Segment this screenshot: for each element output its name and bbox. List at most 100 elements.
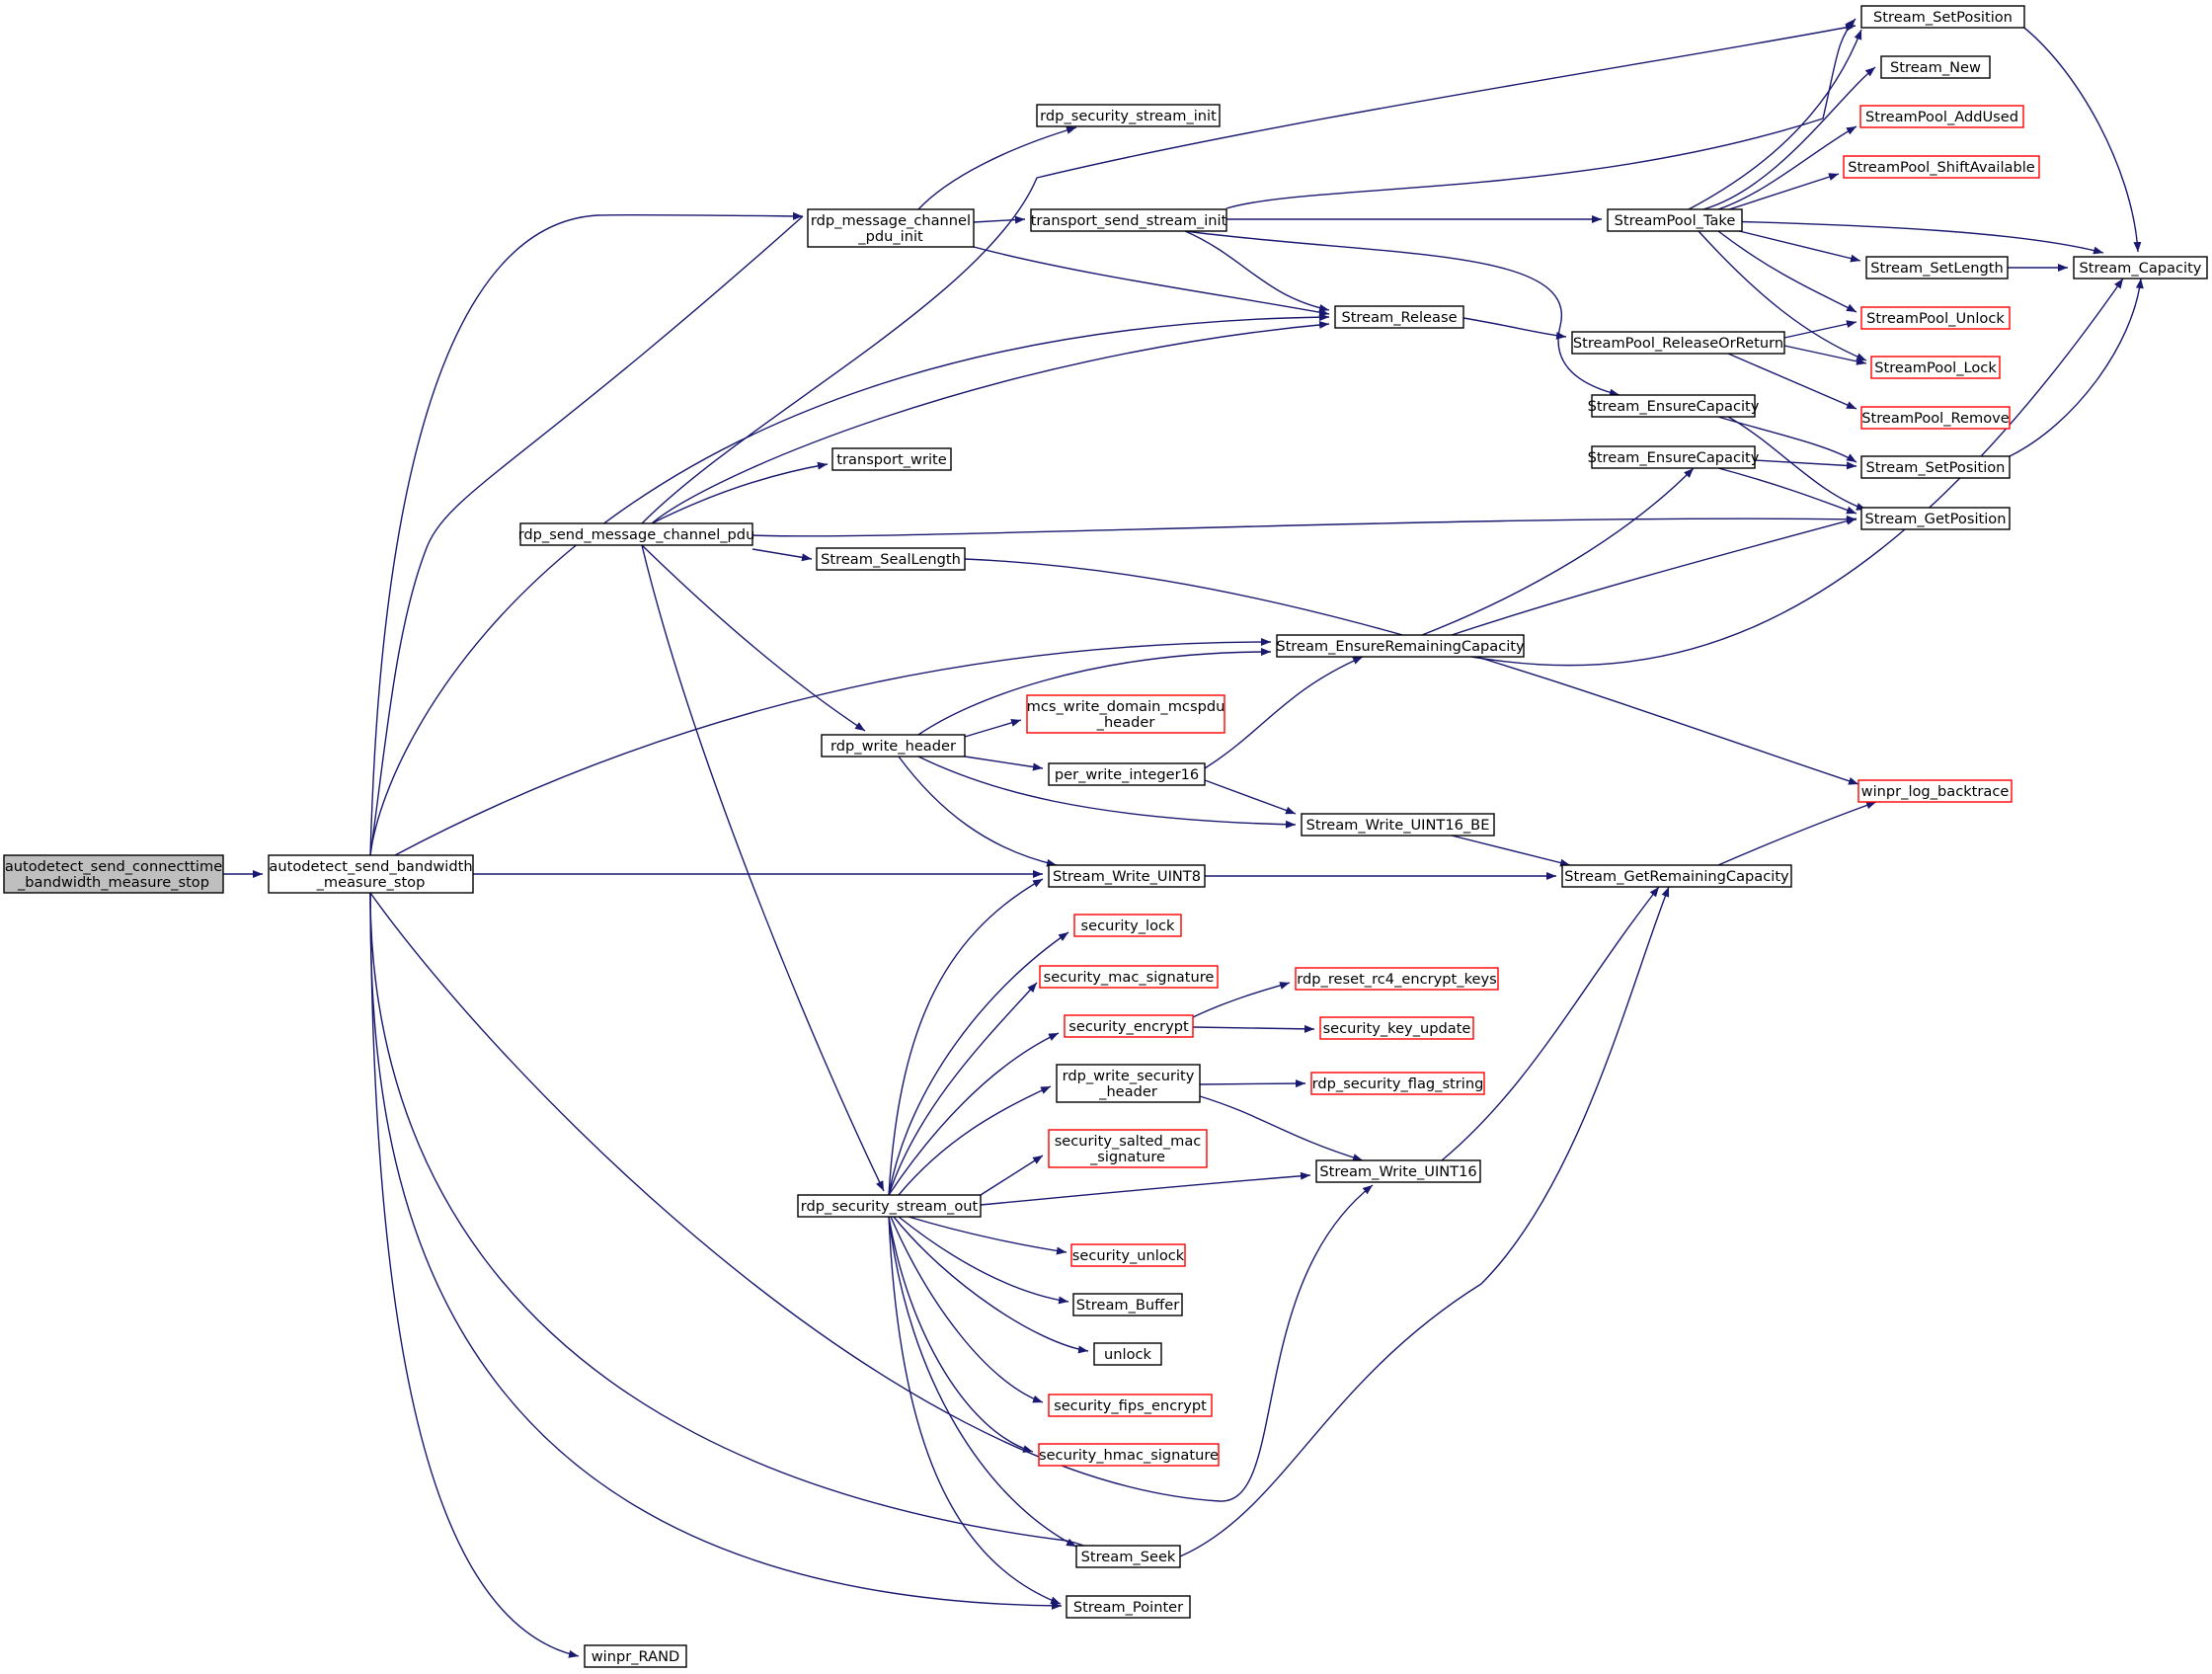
function-node[interactable]: winpr_log_backtrace	[1857, 779, 2013, 803]
function-node-label: _measure_stop	[316, 874, 426, 891]
function-node-label: rdp_reset_rc4_encrypt_keys	[1297, 971, 1496, 988]
function-node[interactable]: Stream_Write_UINT8	[1048, 864, 1206, 888]
function-node-box	[1048, 762, 1206, 786]
function-node-box	[1048, 1129, 1208, 1168]
call-edge-n22-to-n14	[651, 320, 1330, 524]
function-node[interactable]: security_hmac_signature	[1038, 1443, 1220, 1467]
function-node-box	[831, 447, 952, 471]
function-node[interactable]: autodetect_send_connecttime_bandwidth_me…	[3, 854, 224, 894]
function-node[interactable]: StreamPool_Lock	[1870, 356, 2001, 379]
function-node[interactable]: winpr_RAND	[584, 1644, 687, 1668]
function-node[interactable]: security_key_update	[1319, 1016, 1474, 1040]
function-node[interactable]: security_unlock	[1070, 1243, 1186, 1267]
function-node[interactable]: Stream_Seek	[1075, 1545, 1181, 1568]
function-node-box	[268, 854, 474, 894]
function-node[interactable]: security_encrypt	[1064, 1014, 1194, 1038]
function-node[interactable]: Stream_Write_UINT16	[1315, 1159, 1481, 1183]
function-node[interactable]: Stream_EnsureCapacity	[1588, 445, 1760, 469]
function-node[interactable]: Stream_Release	[1334, 305, 1464, 329]
function-node[interactable]: Stream_SetPosition	[1860, 5, 2025, 29]
function-node-box	[1070, 1243, 1186, 1267]
call-edge-n27-to-n29	[917, 756, 1297, 829]
function-node[interactable]: Stream_Write_UINT16_BE	[1301, 813, 1495, 837]
function-node-label: rdp_security_flag_string	[1312, 1076, 1484, 1092]
function-node[interactable]: Stream_GetRemainingCapacity	[1561, 864, 1792, 888]
function-node[interactable]: StreamPool_ShiftAvailable	[1843, 155, 2040, 179]
function-node[interactable]: Stream_EnsureCapacity	[1588, 394, 1760, 418]
function-node[interactable]: rdp_security_stream_out	[797, 1194, 982, 1218]
function-node-label: _pdu_init	[857, 228, 923, 245]
call-edge-n22-to-n21	[651, 461, 829, 524]
call-edge-n14-to-n15	[1462, 317, 1567, 340]
function-node[interactable]: Stream_SealLength	[816, 547, 966, 571]
call-edge-n15-to-n16	[1727, 353, 1857, 410]
function-node-box	[1048, 1394, 1213, 1417]
function-node-box	[1310, 1072, 1485, 1095]
function-node-label: StreamPool_Unlock	[1866, 310, 2005, 327]
function-node[interactable]: Stream_Capacity	[2073, 256, 2208, 279]
function-node-box	[1843, 155, 2040, 179]
function-node[interactable]: rdp_send_message_channel_pdu	[518, 522, 755, 546]
function-node[interactable]: autodetect_send_bandwidth_measure_stop	[268, 854, 474, 894]
function-node[interactable]: Stream_SetLength	[1865, 256, 2009, 279]
function-node-label: Stream_EnsureCapacity	[1588, 398, 1760, 415]
function-node-box	[1315, 1159, 1481, 1183]
call-edge-n22-to-n5	[641, 23, 1856, 524]
function-node[interactable]: security_lock	[1073, 914, 1182, 937]
function-node[interactable]: rdp_write_security_header	[1056, 1064, 1201, 1103]
function-node[interactable]: security_mac_signature	[1039, 965, 1219, 989]
call-edge-n18-to-n19	[1754, 459, 1857, 470]
call-edge-n41-to-n48	[888, 1216, 1062, 1605]
function-node-label: _header	[1098, 1083, 1157, 1100]
function-node[interactable]: Stream_GetPosition	[1860, 507, 2011, 530]
function-node-box	[1064, 1014, 1194, 1038]
function-node-box	[1073, 914, 1182, 937]
function-node[interactable]: Stream_Pointer	[1066, 1595, 1191, 1619]
function-node[interactable]: Stream_Buffer	[1072, 1293, 1183, 1316]
function-node-box	[807, 208, 975, 248]
call-edge-n28-to-n24	[1204, 656, 1364, 769]
function-node-label: Stream_Release	[1341, 309, 1457, 326]
function-node[interactable]: Stream_New	[1880, 55, 1991, 79]
function-node-box	[1571, 331, 1785, 355]
function-node-label: rdp_security_stream_init	[1040, 108, 1217, 124]
function-node-label: Stream_Capacity	[2080, 260, 2202, 277]
function-node[interactable]: transport_write	[831, 447, 952, 471]
call-edge-n24-to-n18	[1421, 467, 1695, 636]
function-node[interactable]: rdp_write_header	[821, 734, 966, 757]
function-node-label: StreamPool_ShiftAvailable	[1848, 159, 2035, 176]
function-node-box	[584, 1644, 687, 1668]
function-node-box	[1860, 5, 2025, 29]
function-node[interactable]: rdp_security_stream_init	[1036, 104, 1221, 127]
function-node[interactable]: unlock	[1093, 1342, 1162, 1366]
function-node-label: winpr_RAND	[592, 1648, 680, 1665]
function-node[interactable]: mcs_write_domain_mcspdu_header	[1026, 694, 1225, 734]
function-node[interactable]: security_fips_encrypt	[1048, 1394, 1213, 1417]
call-edge-n41-to-n35	[888, 1032, 1060, 1196]
function-node[interactable]: StreamPool_Take	[1607, 208, 1743, 232]
function-node[interactable]: rdp_reset_rc4_encrypt_keys	[1295, 967, 1499, 991]
function-node[interactable]: security_salted_mac_signature	[1048, 1129, 1208, 1168]
function-node-label: security_key_update	[1323, 1020, 1471, 1037]
function-node[interactable]: per_write_integer16	[1048, 762, 1206, 786]
function-node[interactable]: rdp_security_flag_string	[1310, 1072, 1485, 1095]
function-node-label: security_lock	[1080, 917, 1175, 934]
function-node-box	[2073, 256, 2208, 279]
call-edge-n37-to-n38	[1199, 1079, 1306, 1088]
function-node[interactable]: Stream_SetPosition	[1860, 455, 2011, 479]
function-node-box	[3, 854, 224, 894]
function-node[interactable]: transport_send_stream_init	[1030, 208, 1227, 232]
function-node[interactable]: StreamPool_Remove	[1860, 406, 2011, 430]
function-node-box	[519, 522, 753, 546]
call-edge-n6-to-n5	[1688, 29, 1862, 210]
call-edge-n28-to-n29	[1204, 779, 1297, 815]
function-node[interactable]: rdp_message_channel_pdu_init	[807, 208, 975, 248]
function-node[interactable]: StreamPool_Unlock	[1860, 306, 2011, 330]
call-edge-n17-to-n20	[1727, 416, 1867, 511]
function-node[interactable]: StreamPool_ReleaseOrReturn	[1571, 331, 1785, 355]
function-node[interactable]: Stream_EnsureRemainingCapacity	[1276, 634, 1525, 658]
call-edge-n6-to-n13	[1698, 230, 1867, 361]
call-edge-n22-to-n27	[641, 544, 866, 732]
function-node-box	[1072, 1293, 1183, 1316]
function-node[interactable]: StreamPool_AddUsed	[1859, 105, 2024, 128]
